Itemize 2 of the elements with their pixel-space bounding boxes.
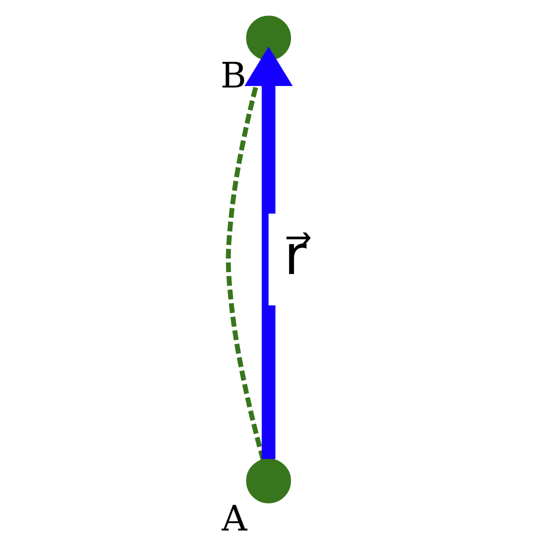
node-label: A (221, 498, 247, 540)
node-label: B (220, 56, 246, 97)
